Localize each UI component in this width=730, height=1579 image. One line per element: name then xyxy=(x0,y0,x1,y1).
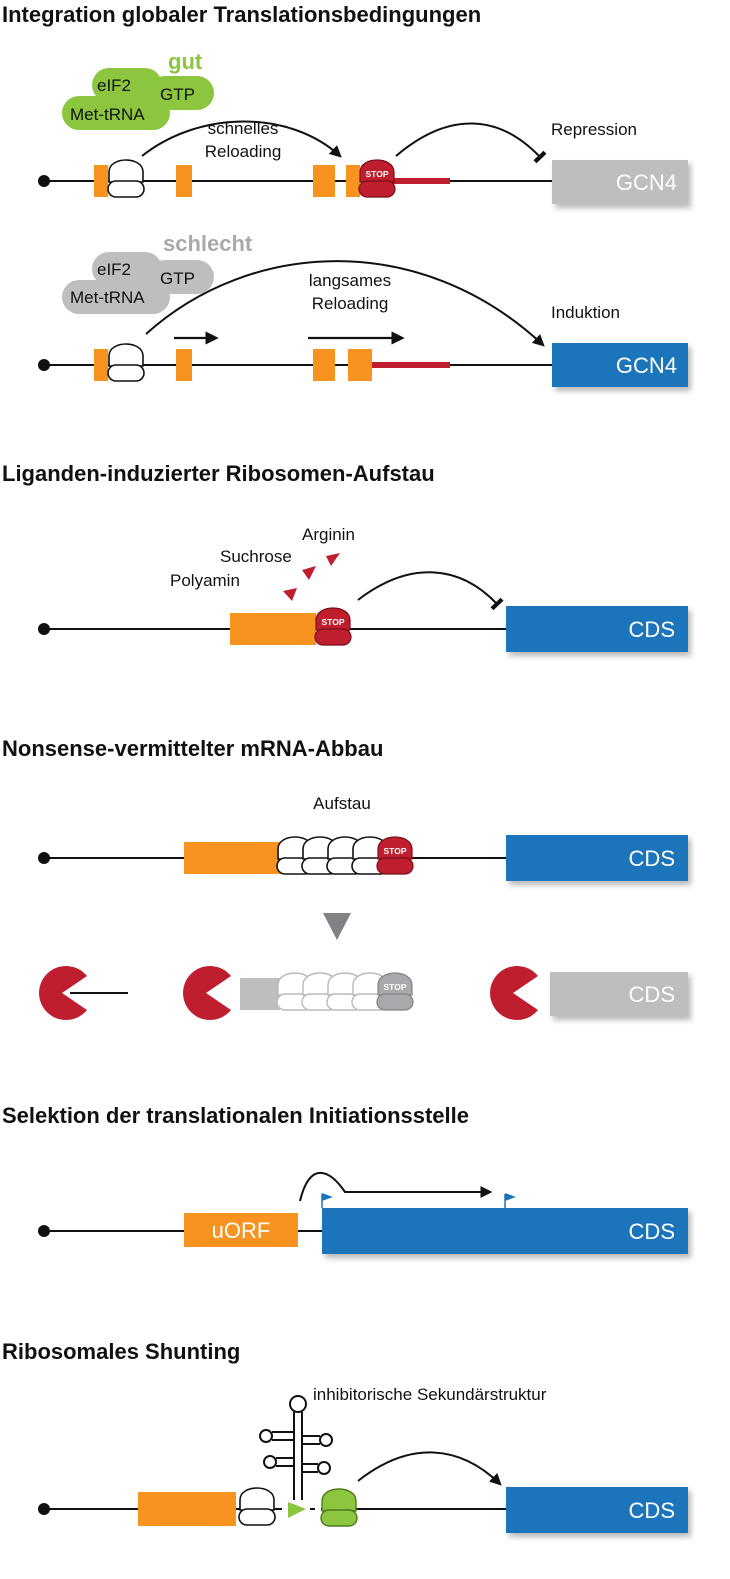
ligand-arginin: Arginin xyxy=(302,525,355,544)
mettrna-label-good: Met-tRNA xyxy=(70,105,145,124)
cap-icon xyxy=(38,1225,50,1237)
uorf3-box xyxy=(313,165,335,197)
uorf-tail-red xyxy=(392,178,450,184)
gtp-label-bad: GTP xyxy=(160,269,195,288)
pacman-exonuclease-icon xyxy=(39,966,87,1020)
mettrna-label-bad: Met-tRNA xyxy=(70,288,145,307)
section2-title: Liganden-induzierter Ribosomen-Aufstau xyxy=(2,461,435,486)
cds-label: CDS xyxy=(629,1498,675,1523)
cap-icon xyxy=(38,623,50,635)
stop-label: STOP xyxy=(384,846,407,856)
ligand-suchrose: Suchrose xyxy=(220,547,292,566)
structure-label: inhibitorische Sekundärstruktur xyxy=(313,1385,547,1404)
stop-label: STOP xyxy=(322,617,345,627)
cds-label: CDS xyxy=(629,846,675,871)
ribosome-icon xyxy=(107,159,145,198)
green-triangle-icon xyxy=(288,1502,306,1518)
reload-label-bad-2: Reloading xyxy=(312,294,389,313)
section5-title: Ribosomales Shunting xyxy=(2,1339,240,1364)
repression-label: Repression xyxy=(551,120,637,139)
reload-arrow-bad xyxy=(145,260,545,347)
uorf-tail-red xyxy=(372,362,450,368)
uorf2-box xyxy=(176,165,192,197)
scanning-arrow xyxy=(299,1171,493,1202)
cds-label: CDS xyxy=(629,617,675,642)
reload-label-good-2: Reloading xyxy=(205,142,282,161)
ribosome-icon xyxy=(107,343,145,382)
cap-icon xyxy=(38,175,50,187)
cap-icon xyxy=(38,852,50,864)
hairpin-structure-icon xyxy=(259,1395,333,1500)
induction-label: Induktion xyxy=(551,303,620,322)
cap-icon xyxy=(38,359,50,371)
uorf4-box xyxy=(346,165,360,197)
cds-label-degraded: CDS xyxy=(629,982,675,1007)
ribosome-icon xyxy=(238,1487,276,1526)
reload-arrow-good xyxy=(141,120,342,158)
eif2-label-good: eIF2 xyxy=(97,76,131,95)
uorf-box xyxy=(184,1213,298,1247)
cds-box xyxy=(506,1487,688,1533)
pacman-exonuclease-icon xyxy=(183,966,231,1020)
ligand-polyamin: Polyamin xyxy=(170,571,240,590)
gtp-label-good: GTP xyxy=(160,85,195,104)
gene-label-repressed: GCN4 xyxy=(616,170,677,195)
cap-icon xyxy=(38,1503,50,1515)
reload-label-bad-1: langsames xyxy=(309,271,391,290)
uorf2-box xyxy=(176,349,192,381)
degraded-uorf-box xyxy=(240,978,280,1010)
gene-label-induced: GCN4 xyxy=(616,353,677,378)
uorf-label: uORF xyxy=(212,1218,271,1243)
section4-title: Selektion der translationalen Initiation… xyxy=(2,1103,469,1128)
uorf4-box xyxy=(348,349,372,381)
factor-cloud-bad xyxy=(62,252,214,314)
cds-box xyxy=(506,606,688,652)
ligand-triangle-icon xyxy=(326,553,340,566)
flag-icon xyxy=(321,1193,333,1208)
uorf-box xyxy=(138,1492,236,1526)
uorf1-box xyxy=(94,165,108,197)
quality-good-label: gut xyxy=(168,49,203,74)
degraded-cds-box xyxy=(550,972,688,1016)
quality-bad-label: schlecht xyxy=(163,231,253,256)
uorf-box xyxy=(230,613,316,645)
reload-label-good-1: schnelles xyxy=(208,119,279,138)
section1-title: Integration globaler Translationsbedingu… xyxy=(2,2,481,27)
eif2-label-bad: eIF2 xyxy=(97,260,131,279)
flag-icon xyxy=(504,1193,516,1208)
gcn4-box-repressed xyxy=(552,160,688,204)
uorf-box xyxy=(184,842,284,874)
repression-arrow xyxy=(357,571,497,604)
ligand-triangle-icon xyxy=(283,588,297,601)
pacman-exonuclease-icon xyxy=(490,966,538,1020)
repression-arrow xyxy=(395,122,540,157)
gcn4-box-induced xyxy=(552,343,688,387)
uorf1-box xyxy=(94,349,108,381)
down-triangle-icon xyxy=(323,913,351,940)
factor-cloud-good xyxy=(62,68,214,130)
green-ribosome-icon xyxy=(320,1488,358,1527)
shunt-arrow xyxy=(357,1451,502,1486)
stop-label: STOP xyxy=(366,169,389,179)
cds-box xyxy=(506,835,688,881)
stop-label-gray: STOP xyxy=(384,982,407,992)
cds-label: CDS xyxy=(629,1219,675,1244)
cds-box-long xyxy=(322,1208,688,1254)
section3-title: Nonsense-vermittelter mRNA-Abbau xyxy=(2,736,383,761)
aufstau-label: Aufstau xyxy=(313,794,371,813)
uorf3-box xyxy=(313,349,335,381)
ligand-triangle-icon xyxy=(302,566,316,580)
